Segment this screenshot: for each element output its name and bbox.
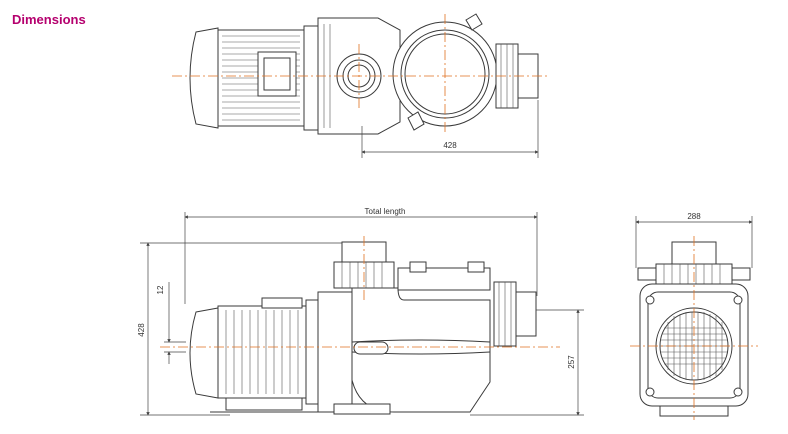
bolt <box>645 295 655 305</box>
dimension-label-height: 428 <box>137 323 146 337</box>
side-strainer-lid <box>397 267 491 291</box>
bolt <box>645 387 655 397</box>
side-terminal-box <box>261 297 303 309</box>
side-motor-end-cap <box>189 307 219 399</box>
dimension-label-offset: 12 <box>156 285 165 294</box>
side-pump-body <box>351 287 491 413</box>
side-pump-volute <box>317 291 353 413</box>
side-discharge-pipe <box>515 291 537 337</box>
dimension-label-total-length: Total length <box>365 207 406 216</box>
dimension-label-axis-height: 257 <box>567 355 576 369</box>
pump-foot <box>333 403 391 415</box>
dimension-label-top-width: 428 <box>443 141 457 150</box>
bolt <box>733 295 743 305</box>
side-motor-flange <box>305 299 319 405</box>
motor-flange <box>303 25 319 131</box>
pump-top-view: 428 <box>172 13 548 158</box>
front-lid-knob-right <box>731 267 751 281</box>
dimensions-heading: Dimensions <box>12 12 86 27</box>
motor-end-cap <box>189 27 219 129</box>
bolt <box>733 387 743 397</box>
pump-side-view: Total length 428 12 <box>137 207 584 416</box>
lid-handle-top <box>465 13 483 31</box>
side-motor-body <box>217 305 307 399</box>
lid-handle-bottom <box>407 111 425 131</box>
drain-slot <box>353 341 389 355</box>
motor-foot <box>225 397 303 411</box>
pump-front-view: 288 <box>630 212 758 420</box>
side-motor-fins <box>225 310 299 394</box>
front-lid-knob-left <box>637 267 657 281</box>
dimension-label-side-width: 288 <box>687 212 701 221</box>
